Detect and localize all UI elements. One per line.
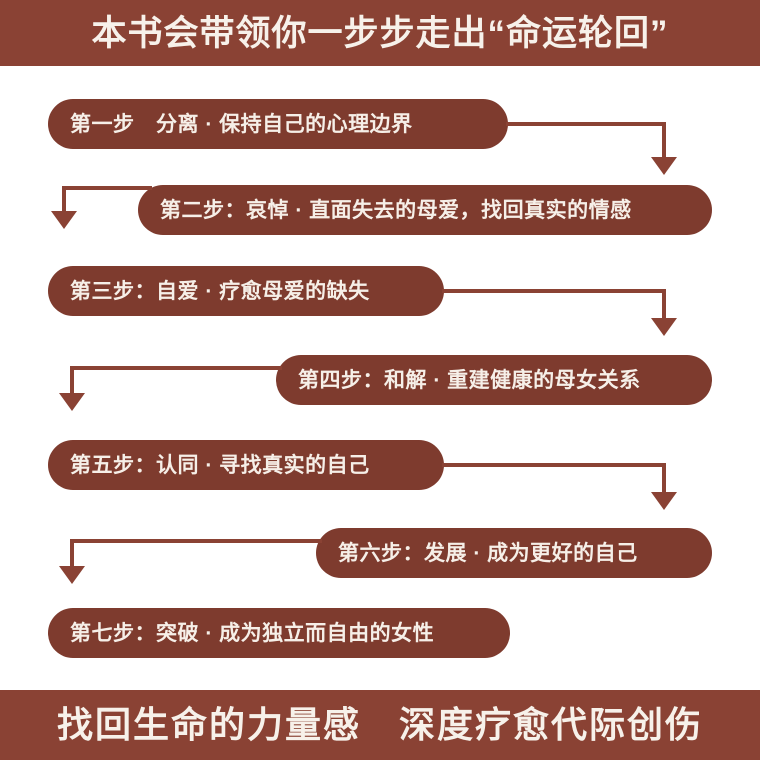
connector-4-to-5-arrow-icon: [59, 393, 85, 411]
step-6-label: 第六步：发展 · 成为更好的自己: [338, 541, 638, 565]
connector-2-to-3-vertical: [62, 186, 66, 214]
connector-5-to-6-horizontal: [442, 463, 666, 467]
connector-2-to-3-horizontal: [62, 186, 152, 190]
step-3-label: 第三步：自爱 · 疗愈母爱的缺失: [70, 279, 370, 303]
step-1-pill[interactable]: 第一步 分离 · 保持自己的心理边界: [48, 99, 508, 149]
step-4-pill[interactable]: 第四步：和解 · 重建健康的母女关系: [276, 355, 712, 405]
step-3-pill[interactable]: 第三步：自爱 · 疗愈母爱的缺失: [48, 266, 444, 316]
step-7-pill[interactable]: 第七步：突破 · 成为独立而自由的女性: [48, 608, 510, 658]
connector-1-to-2-vertical: [662, 122, 666, 160]
connector-2-to-3-arrow-icon: [51, 211, 77, 229]
step-2-pill[interactable]: 第二步：哀悼 · 直面失去的母爱，找回真实的情感: [138, 185, 712, 235]
connector-5-to-6-arrow-icon: [651, 492, 677, 510]
footer-title: 找回生命的力量感 深度疗愈代际创伤: [56, 704, 703, 745]
step-5-label: 第五步：认同 · 寻找真实的自己: [70, 453, 370, 477]
footer-banner: 找回生命的力量感 深度疗愈代际创伤: [0, 690, 760, 760]
connector-3-to-4-arrow-icon: [651, 318, 677, 336]
connector-4-to-5-vertical: [70, 366, 74, 396]
step-4-label: 第四步：和解 · 重建健康的母女关系: [298, 368, 641, 392]
connector-6-to-7-arrow-icon: [59, 566, 85, 584]
connector-6-to-7-vertical: [70, 539, 74, 569]
connector-1-to-2-horizontal: [506, 122, 666, 126]
step-1-label: 第一步 分离 · 保持自己的心理边界: [70, 112, 413, 136]
connector-5-to-6-vertical: [662, 463, 666, 495]
connector-4-to-5-horizontal: [70, 366, 282, 370]
step-6-pill[interactable]: 第六步：发展 · 成为更好的自己: [316, 528, 712, 578]
step-5-pill[interactable]: 第五步：认同 · 寻找真实的自己: [48, 440, 444, 490]
page-title: 本书会带领你一步步走出“命运轮回”: [91, 13, 669, 53]
connector-3-to-4-vertical: [662, 289, 666, 321]
connector-1-to-2-arrow-icon: [651, 157, 677, 175]
connector-3-to-4-horizontal: [442, 289, 666, 293]
connector-6-to-7-horizontal: [70, 539, 322, 543]
step-2-label: 第二步：哀悼 · 直面失去的母爱，找回真实的情感: [160, 198, 632, 222]
step-7-label: 第七步：突破 · 成为独立而自由的女性: [70, 621, 435, 645]
header-banner: 本书会带领你一步步走出“命运轮回”: [0, 0, 760, 66]
